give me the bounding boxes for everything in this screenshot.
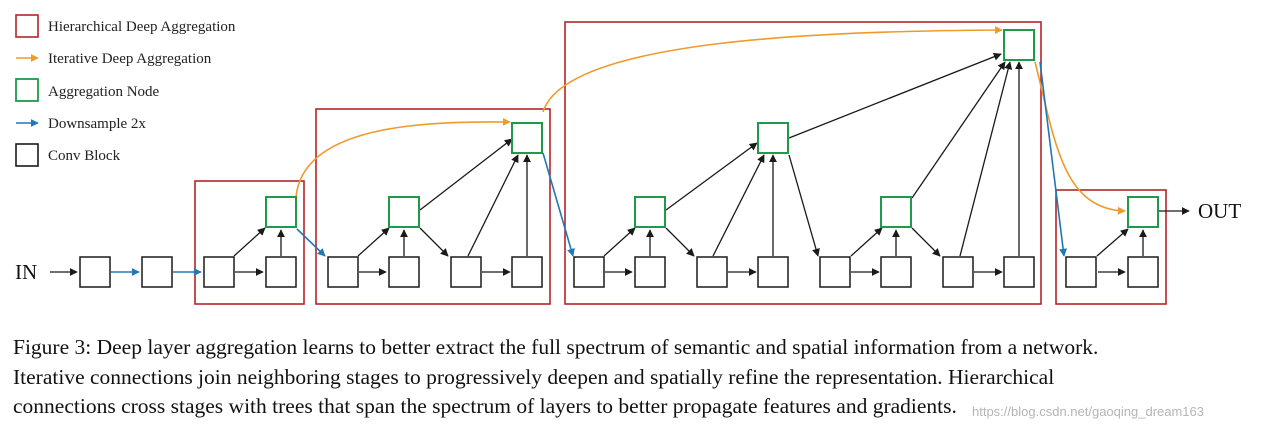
ida-arrow-1	[295, 117, 511, 198]
conv-block	[757, 256, 789, 288]
legend-agg-label: Aggregation Node	[48, 84, 160, 100]
edge	[850, 227, 883, 257]
conv-block	[141, 256, 173, 288]
conv-block	[573, 256, 605, 288]
edge	[911, 61, 1006, 199]
conv-block	[634, 256, 666, 288]
aggregation-node	[265, 196, 297, 228]
edge	[788, 52, 1002, 139]
ds-arrow-4	[542, 152, 575, 257]
edge	[665, 227, 695, 257]
ida-arrow-3	[1034, 61, 1126, 215]
edge	[357, 227, 390, 257]
stage-boxes	[194, 21, 1167, 305]
legend-down-label: Downsample 2x	[48, 116, 146, 132]
aggregation-node	[1003, 29, 1035, 61]
edge	[665, 142, 758, 211]
stage-box-1	[194, 180, 305, 305]
edge	[419, 227, 449, 257]
legend-conv: Conv Block	[15, 143, 121, 167]
legend-conv-label: Conv Block	[48, 148, 121, 164]
caption-line-1: Figure 3: Deep layer aggregation learns …	[13, 335, 1099, 359]
stage-box-3	[564, 21, 1042, 305]
input-label: IN	[15, 260, 37, 284]
conv-block	[1127, 256, 1159, 288]
conv-block	[819, 256, 851, 288]
dla-diagram: Hierarchical Deep Aggregation Iterative …	[15, 14, 1241, 305]
hda-swatch-icon	[15, 14, 39, 38]
aggregation-node	[634, 196, 666, 228]
aggregation-node	[757, 122, 789, 154]
aggregation-node	[1127, 196, 1159, 228]
edge	[712, 154, 765, 257]
edge	[959, 61, 1013, 257]
stage-box-4	[1055, 189, 1167, 305]
conv-block	[203, 256, 235, 288]
conv-block	[942, 256, 974, 288]
edge	[1096, 228, 1129, 257]
aggregation-node	[511, 122, 543, 154]
caption-line-3: connections cross stages with trees that…	[13, 394, 957, 418]
conv-block	[327, 256, 359, 288]
conv-block	[880, 256, 912, 288]
aggregation-nodes	[265, 29, 1159, 228]
conv-block	[450, 256, 482, 288]
ds-arrow-5	[1039, 61, 1068, 257]
conv-block	[265, 256, 297, 288]
conv-block	[79, 256, 111, 288]
conv-block	[1065, 256, 1097, 288]
conv-block	[511, 256, 543, 288]
conv-block	[696, 256, 728, 288]
edge	[419, 138, 513, 211]
edge	[603, 227, 636, 257]
agg-node-swatch-icon	[15, 78, 39, 102]
aggregation-node	[880, 196, 912, 228]
conv-block	[388, 256, 420, 288]
legend-hda: Hierarchical Deep Aggregation	[15, 14, 236, 38]
legend-ida-label: Iterative Deep Aggregation	[48, 51, 212, 67]
ida-arrow-2	[542, 26, 1003, 113]
legend-ida: Iterative Deep Aggregation	[16, 51, 212, 67]
edge	[233, 227, 266, 257]
legend-agg: Aggregation Node	[15, 78, 160, 102]
watermark: https://blog.csdn.net/gaoqing_dream163	[972, 404, 1205, 419]
conv-block-swatch-icon	[15, 143, 39, 167]
edge	[788, 154, 820, 257]
edge	[467, 154, 519, 257]
legend-hda-label: Hierarchical Deep Aggregation	[48, 19, 236, 35]
edge	[911, 227, 941, 257]
ds-arrow-3	[296, 228, 326, 257]
conv-blocks	[79, 256, 1159, 288]
output-label: OUT	[1198, 199, 1241, 223]
figure-caption: Figure 3: Deep layer aggregation learns …	[13, 333, 1258, 422]
caption-line-2: Iterative connections join neighboring s…	[13, 364, 1055, 389]
iterative-connections	[295, 26, 1126, 215]
aggregation-node	[388, 196, 420, 228]
legend-down: Downsample 2x	[16, 116, 146, 132]
stage-box-2	[315, 108, 551, 305]
legend: Hierarchical Deep Aggregation Iterative …	[15, 14, 236, 167]
conv-block	[1003, 256, 1035, 288]
downsample-connections	[111, 61, 1068, 276]
conv-connections	[50, 52, 1190, 276]
